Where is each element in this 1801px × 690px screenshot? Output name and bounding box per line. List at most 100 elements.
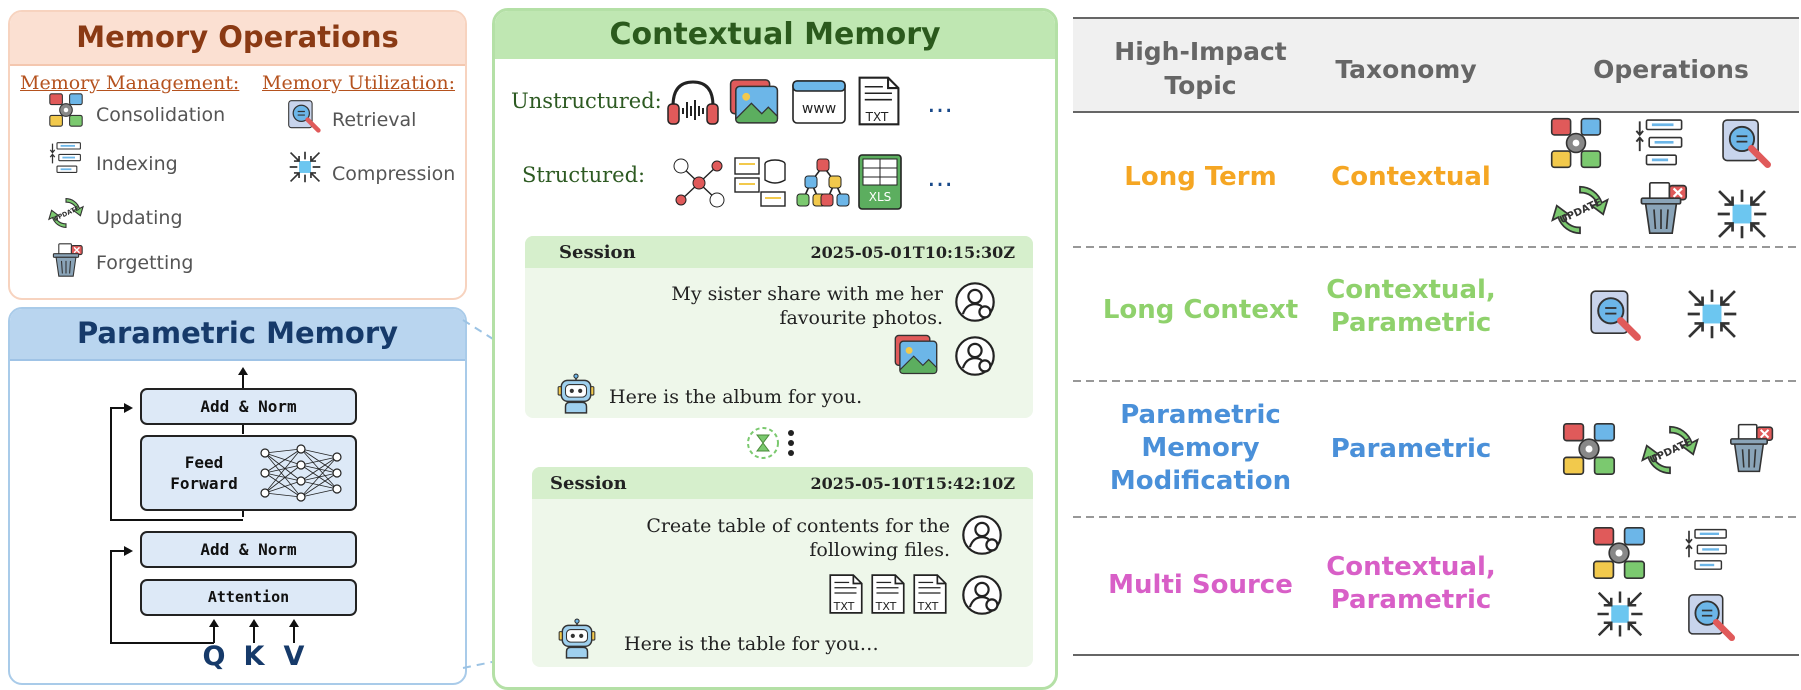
txt-file-label: TXT — [917, 600, 939, 613]
txt-file-icon: TXT — [913, 574, 947, 614]
parametric-memory-header — [10, 309, 465, 361]
row-1-taxonomy-line1: Contextual — [1331, 162, 1491, 192]
contextual-memory-title: Contextual Memory — [609, 17, 941, 52]
database-icon — [734, 157, 786, 207]
high-impact-topics-table: High-Impact Topic Taxonomy Operations Lo… — [1073, 17, 1799, 657]
time-elapsed-icon — [747, 427, 779, 459]
user-avatar-icon — [953, 280, 997, 324]
parametric-memory-panel: Parametric Memory Add & Norm Feed Forwar… — [8, 307, 467, 685]
txt-file-label: TXT — [875, 600, 897, 613]
row-2-taxonomy-line1: Contextual, — [1326, 275, 1496, 305]
session-2-timestamp: 2025-05-10T15:42:10Z — [810, 474, 1015, 493]
session-card-2: Session 2025-05-10T15:42:10Z Create tabl… — [532, 467, 1033, 667]
txt-file-label: TXT — [833, 600, 855, 613]
feed-forward-label-line1: Feed — [184, 453, 224, 472]
compression-icon — [1715, 187, 1769, 241]
tree-icon — [796, 158, 850, 207]
header-operations: Operations — [1593, 55, 1749, 84]
txt-document-icon: TXT — [858, 76, 900, 126]
attention-block: Attention — [140, 579, 357, 616]
session-1-label: Session — [559, 242, 636, 263]
unstructured-ellipsis: … — [927, 89, 953, 119]
consolidation-icon — [1561, 421, 1617, 477]
memory-operations-panel: Memory Operations Memory Management: Mem… — [8, 10, 467, 300]
forgetting-label: Forgetting — [96, 252, 194, 274]
indexing-icon — [1683, 525, 1731, 575]
vertical-ellipsis-icon — [788, 430, 794, 456]
xls-document-label: XLS — [869, 190, 892, 204]
session-card-1: Session 2025-05-01T10:15:30Z My sister s… — [525, 236, 1033, 418]
consolidation-label: Consolidation — [96, 104, 226, 126]
row-4-taxonomy: Contextual, Parametric — [1306, 551, 1516, 617]
header-topic-line2: Topic — [1164, 71, 1237, 100]
retrieval-icon — [1685, 591, 1737, 643]
user-avatar-icon — [960, 513, 1004, 557]
compression-icon — [1685, 287, 1739, 341]
unstructured-label: Unstructured: — [511, 89, 662, 113]
input-q: Q — [202, 641, 226, 672]
compression-label: Compression — [332, 163, 456, 185]
header-topic-line1: High-Impact — [1114, 37, 1287, 66]
txt-file-icon: TXT — [829, 574, 863, 614]
session-1-user-line1: My sister share with me her — [671, 283, 943, 305]
updating-label: Updating — [96, 207, 183, 229]
session-1-timestamp: 2025-05-01T10:15:30Z — [810, 243, 1015, 262]
session-2-user-line1: Create table of contents for the — [646, 515, 950, 537]
consolidation-icon — [1549, 116, 1603, 170]
updating-icon — [1641, 421, 1699, 479]
xls-document-icon: XLS — [858, 154, 902, 210]
forgetting-icon — [1723, 419, 1775, 477]
consolidation-icon — [1591, 525, 1647, 581]
memory-management-label: Memory Management: — [20, 72, 240, 94]
photo-album-icon — [891, 332, 941, 378]
feed-forward-label-line2: Forward — [170, 474, 238, 493]
row-4-topic: Multi Source — [1073, 569, 1328, 602]
forgetting-icon — [1633, 177, 1689, 239]
row-3-topic: Parametric Memory Modification — [1073, 399, 1328, 498]
session-2-user-line2: following files. — [809, 539, 950, 561]
session-1-header — [525, 236, 1033, 268]
row-3-topic-line1: Parametric — [1120, 400, 1281, 430]
feed-forward-block: Feed Forward — [140, 435, 357, 511]
web-icon: www — [792, 80, 846, 124]
input-v: V — [283, 641, 305, 672]
txt-file-icon: TXT — [871, 574, 905, 614]
row-3-taxonomy: Parametric — [1306, 433, 1516, 466]
parametric-memory-title: Parametric Memory — [76, 316, 399, 350]
memory-operations-header — [10, 12, 465, 66]
header-taxonomy: Taxonomy — [1335, 55, 1477, 84]
graph-icon — [673, 158, 725, 208]
retrieval-icon — [1719, 116, 1773, 170]
txt-document-label: TXT — [865, 110, 889, 124]
row-2-taxonomy: Contextual, Parametric — [1306, 274, 1516, 340]
row-3-taxonomy-line1: Parametric — [1330, 434, 1492, 464]
add-norm-bottom-block: Add & Norm — [140, 531, 357, 568]
robot-avatar-icon — [556, 617, 598, 661]
row-4-taxonomy-line1: Contextual, — [1326, 552, 1496, 582]
retrieval-label: Retrieval — [332, 109, 417, 131]
session-1-bot-message: Here is the album for you. — [609, 386, 863, 408]
session-1-user-line2: favourite photos. — [779, 307, 943, 329]
retrieval-icon — [1587, 287, 1643, 343]
robot-avatar-icon — [555, 372, 597, 416]
indexing-icon — [1633, 116, 1687, 170]
row-2-topic-line1: Long Context — [1102, 295, 1299, 325]
memory-utilization-label: Memory Utilization: — [262, 72, 456, 94]
row-2-topic: Long Context — [1073, 294, 1328, 327]
neural-network-icon — [260, 444, 342, 502]
updating-icon — [1551, 181, 1609, 239]
row-4-taxonomy-line2: Parametric — [1330, 585, 1492, 615]
web-icon-text: www — [802, 101, 836, 117]
row-2-taxonomy-line2: Parametric — [1330, 308, 1492, 338]
session-2-label: Session — [550, 473, 627, 494]
indexing-label: Indexing — [96, 153, 178, 175]
row-3-topic-line2: Memory — [1141, 433, 1260, 463]
row-1-taxonomy: Contextual — [1306, 161, 1516, 194]
audio-icon — [667, 80, 719, 125]
row-1-topic-line1: Long Term — [1124, 162, 1277, 192]
row-1-topic: Long Term — [1073, 161, 1328, 194]
session-2-header — [532, 467, 1033, 499]
image-icon — [727, 76, 781, 128]
contextual-memory-panel: Contextual Memory Unstructured: www TXT … — [492, 8, 1058, 690]
memory-operations-title: Memory Operations — [76, 20, 399, 54]
